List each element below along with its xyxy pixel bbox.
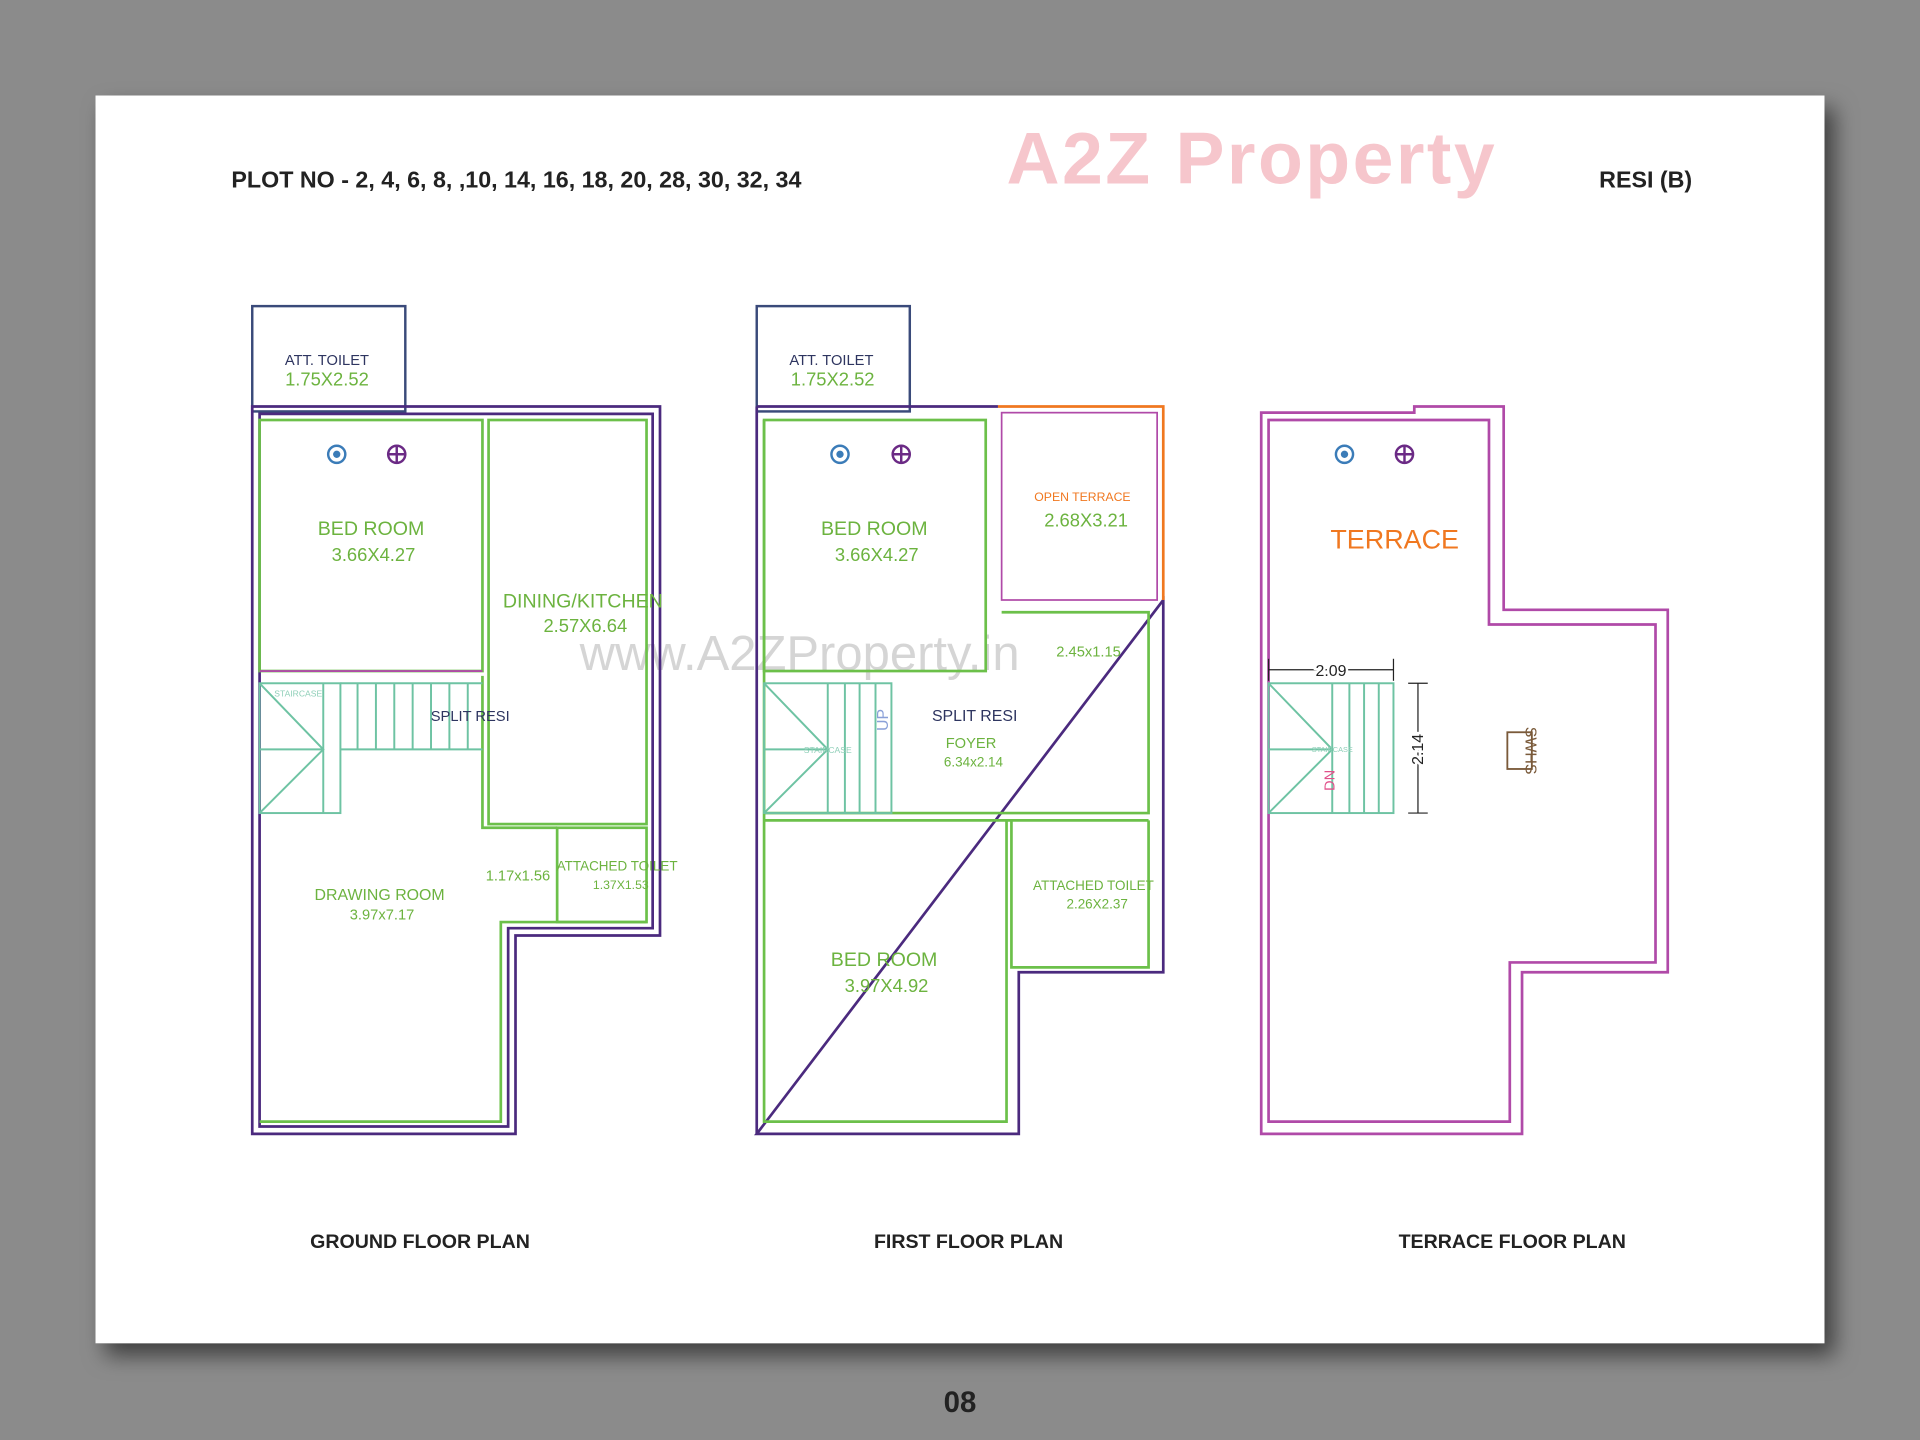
logo: A2Z Property xyxy=(1007,117,1498,200)
passage-size: 2.45x1.15 xyxy=(1056,644,1121,660)
first-floor-caption: FIRST FLOOR PLAN xyxy=(874,1231,1063,1253)
dimension-width-label: 2.09 xyxy=(1316,663,1347,680)
drain-icon xyxy=(326,444,347,465)
drain-icon xyxy=(830,444,850,465)
bed-room-2-size: 3.97X4.92 xyxy=(845,975,929,996)
residence-type: RESI (B) xyxy=(1599,166,1692,192)
ground-floor-plan: ATT. TOILET 1.75X2.52 BED ROOM 3.66X4.27… xyxy=(250,304,678,1136)
page-card xyxy=(95,95,1825,1344)
bed-room-label: BED ROOM xyxy=(318,518,425,540)
split-resi-label: SPLIT RESI xyxy=(431,709,510,725)
att-toilet-label: ATT. TOILET xyxy=(789,353,873,369)
attached-toilet-size: 2.26X2.37 xyxy=(1066,897,1127,912)
dining-kitchen-label: DINING/KITCHEN xyxy=(503,590,663,612)
vent-icon xyxy=(891,444,912,465)
attached-toilet-label: ATTACHED TOILET xyxy=(1033,878,1154,893)
down-label: DN xyxy=(1323,770,1339,791)
page-number: 08 xyxy=(944,1386,977,1419)
plot-numbers: PLOT NO - 2, 4, 6, 8, ,10, 14, 16, 18, 2… xyxy=(231,166,801,192)
passage-size: 1.17x1.56 xyxy=(486,868,551,884)
bed-room-label: BED ROOM xyxy=(821,518,928,540)
open-terrace-size: 2.68X3.21 xyxy=(1044,510,1128,531)
dimension-length-label: 2.14 xyxy=(1410,734,1427,765)
bed-room-size: 3.66X4.27 xyxy=(332,544,416,565)
dining-kitchen-size: 2.57X6.64 xyxy=(543,615,627,636)
bed-room-size: 3.66X4.27 xyxy=(835,544,919,565)
att-toilet-label: ATT. TOILET xyxy=(285,353,369,369)
attached-toilet-label: ATTACHED TOILET xyxy=(557,859,678,874)
open-terrace-label: OPEN TERRACE xyxy=(1034,490,1130,504)
foyer-size: 6.34x2.14 xyxy=(944,755,1004,770)
attached-toilet-size: 1.37X1.53 xyxy=(593,878,649,892)
att-toilet-size: 1.75X2.52 xyxy=(791,369,875,390)
split-resi-label: SPLIT RESI xyxy=(932,708,1017,725)
bed-room-2-label: BED ROOM xyxy=(831,949,938,971)
staircase-label: STAIRCASE xyxy=(274,689,322,699)
drain-icon xyxy=(1334,444,1355,465)
vent-icon xyxy=(386,444,407,465)
ground-floor-caption: GROUND FLOOR PLAN xyxy=(310,1231,530,1253)
tank-label: SWHS xyxy=(1522,727,1539,775)
att-toilet-size: 1.75X2.52 xyxy=(285,369,369,390)
terrace-floor-caption: TERRACE FLOOR PLAN xyxy=(1399,1231,1626,1253)
up-label: UP xyxy=(875,709,892,731)
watermark: www.A2ZProperty.in xyxy=(579,627,1020,681)
drawing-room-size: 3.97x7.17 xyxy=(350,908,415,924)
water-tank-icon xyxy=(1506,731,1533,770)
terrace-label: TERRACE xyxy=(1330,525,1459,555)
foyer-label: FOYER xyxy=(946,736,997,752)
vent-icon xyxy=(1394,444,1415,465)
terrace-floor-plan: TERRACE 2.09 2.14 STAIRCASE DN SWHS xyxy=(1259,405,1670,1136)
dimension-width xyxy=(1267,658,1395,681)
drawing-room-label: DRAWING ROOM xyxy=(314,887,444,904)
first-floor-plan: ATT. TOILET 1.75X2.52 BED ROOM 3.66X4.27… xyxy=(754,304,1165,1136)
dimension-length xyxy=(1408,682,1428,814)
staircase-label: STAIRCASE xyxy=(1312,745,1353,754)
staircase-label: STAIRCASE xyxy=(804,745,852,755)
